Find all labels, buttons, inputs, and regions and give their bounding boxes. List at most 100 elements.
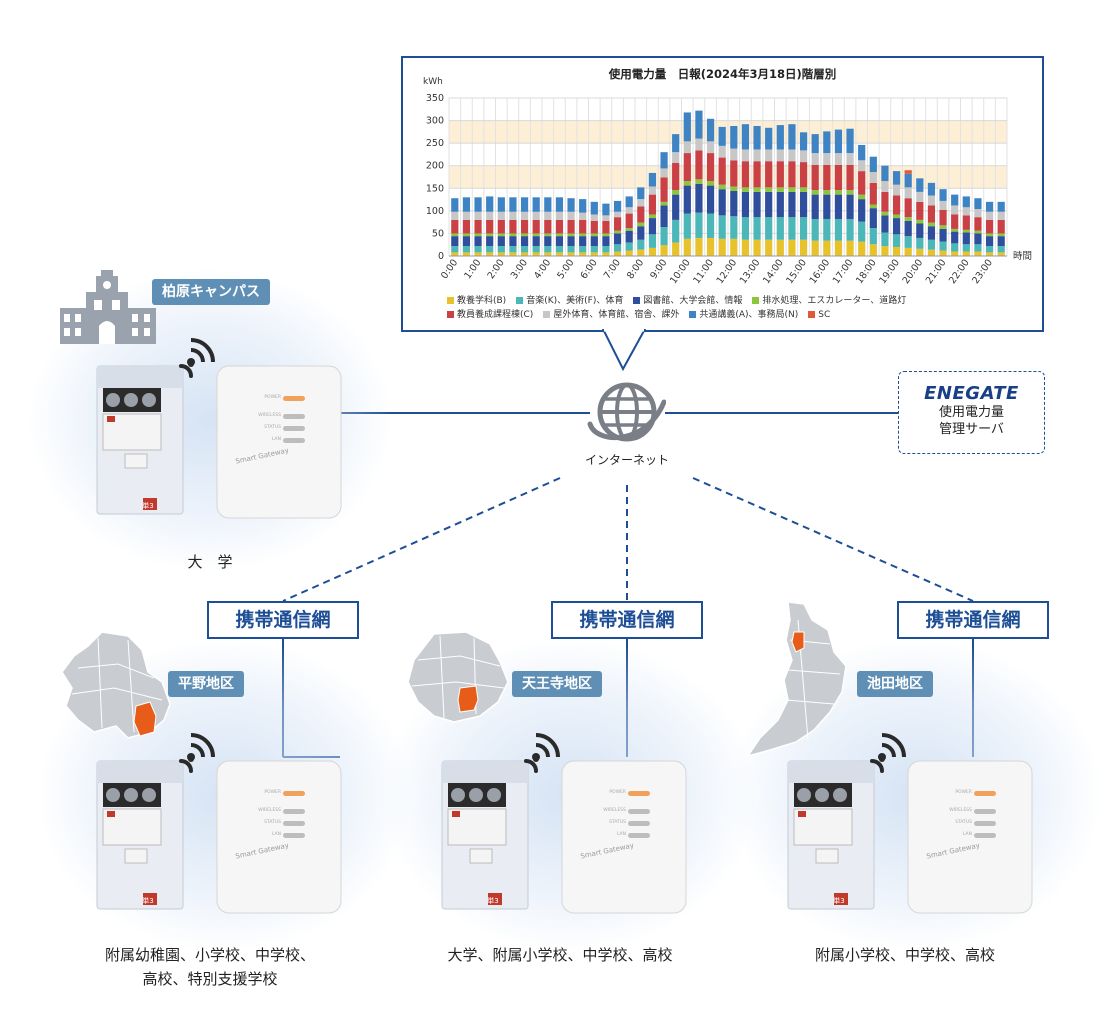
mobile-network-box-tennoji: 携帯通信網 — [551, 601, 703, 639]
bar-segment — [567, 198, 575, 212]
bar-segment — [985, 211, 994, 220]
bar-segment — [974, 244, 982, 252]
legend-label: 教員養成課程棟(C) — [457, 310, 534, 320]
gateway-led-label: LAN — [271, 437, 281, 442]
wifi-icon — [185, 332, 221, 372]
bar-segment — [753, 217, 761, 240]
bar-segment — [544, 252, 552, 256]
bar-segment — [462, 236, 471, 247]
bar-segment — [974, 233, 982, 245]
bar-segment — [846, 164, 854, 191]
bar-segment — [474, 219, 482, 234]
hirano-district-map — [61, 631, 171, 739]
bar-segment — [695, 110, 703, 139]
bar-segment — [648, 247, 657, 256]
y-unit-label: kWh — [423, 77, 443, 87]
bar-segment — [776, 187, 784, 192]
smart-gateway-icon — [561, 760, 687, 914]
legend-swatch — [808, 311, 816, 318]
smart-gateway-icon — [216, 760, 342, 914]
bar-segment — [474, 211, 482, 220]
bar-segment — [892, 234, 901, 247]
bar-segment — [718, 126, 726, 146]
legend-swatch — [689, 311, 697, 318]
bar-segment — [927, 195, 936, 206]
bar-segment — [718, 157, 726, 185]
bar-segment — [555, 211, 564, 220]
bar-segment — [985, 219, 994, 234]
bar-segment — [625, 230, 633, 243]
bar-segment — [567, 233, 575, 237]
bar-segment — [799, 239, 808, 256]
bar-segment — [892, 184, 901, 196]
bar-segment — [718, 238, 726, 256]
bar-segment — [927, 222, 936, 227]
bar-segment — [904, 198, 912, 218]
bar-segment — [997, 252, 1005, 256]
meter-tag-label: 単3 — [487, 897, 499, 905]
ikeda-label: 池田地区 — [857, 671, 933, 697]
bar-segment — [741, 191, 750, 218]
bar-segment — [718, 145, 726, 158]
bar-segment — [579, 212, 587, 220]
bar-segment — [509, 211, 517, 220]
wifi-arcs — [187, 733, 215, 761]
legend-swatch — [447, 311, 454, 318]
bar-segment — [672, 194, 680, 220]
bar-segment — [788, 187, 796, 192]
bar-segment — [869, 156, 877, 173]
bar-segment — [904, 220, 912, 237]
bar-segment — [718, 189, 726, 216]
bar-segment — [916, 191, 924, 202]
legend-swatch — [447, 297, 454, 304]
wifi-arcs — [878, 733, 906, 761]
bar-segment — [695, 212, 703, 238]
hirano-device-group — [95, 755, 345, 921]
bar-segment — [625, 242, 633, 251]
bar-segment — [962, 207, 970, 216]
bar-segment — [613, 244, 622, 252]
gateway-led-label: WIRELESS — [258, 413, 281, 418]
bar-segment — [730, 190, 738, 217]
bar-segment — [567, 211, 575, 220]
bar-segment — [613, 230, 622, 234]
bar-segment — [544, 246, 552, 253]
bar-segment — [939, 225, 947, 229]
bar-segment — [799, 191, 808, 218]
gateway-led-label: STATUS — [955, 820, 972, 825]
bar-segment — [823, 194, 831, 219]
power-meter-icon — [96, 760, 184, 910]
campus-caption: 大 学 — [187, 553, 233, 571]
bar-segment — [648, 172, 657, 187]
legend-label: 音楽(K)、美術(F)、体育 — [526, 296, 624, 306]
bar-segment — [672, 163, 680, 191]
bar-segment — [765, 191, 773, 218]
chart-title: 使用電力量 日報(2024年3月18日)階層別 — [608, 67, 837, 81]
bar-segment — [451, 252, 459, 256]
bar-segment — [927, 249, 936, 256]
bar-segment — [846, 153, 854, 165]
ikeda-district-map — [746, 601, 847, 758]
y-tick-label: 350 — [426, 93, 444, 104]
bar-segment — [753, 239, 761, 256]
enegate-logo: ENEGATE — [924, 383, 1019, 404]
bar-segment — [753, 191, 761, 218]
bar-segment — [904, 170, 912, 174]
bar-segment — [927, 239, 936, 250]
legend-item: 共通講義(A)、事務局(N) — [689, 308, 798, 322]
bar-segment — [881, 211, 889, 216]
wifi-arcs — [187, 338, 215, 366]
bar-segment — [858, 144, 866, 161]
legend-label: SC — [818, 310, 831, 320]
bar-segment — [602, 252, 610, 256]
bar-segment — [474, 246, 482, 253]
power-meter-icon — [96, 365, 184, 515]
bar-segment — [474, 252, 482, 256]
bar-segment — [497, 233, 505, 237]
bar-segment — [625, 228, 633, 231]
bar-segment — [683, 181, 691, 186]
bar-segment — [451, 233, 459, 237]
legend-label: 共通講義(A)、事務局(N) — [699, 310, 799, 320]
bar-segment — [532, 252, 540, 256]
bar-segment — [706, 153, 715, 182]
